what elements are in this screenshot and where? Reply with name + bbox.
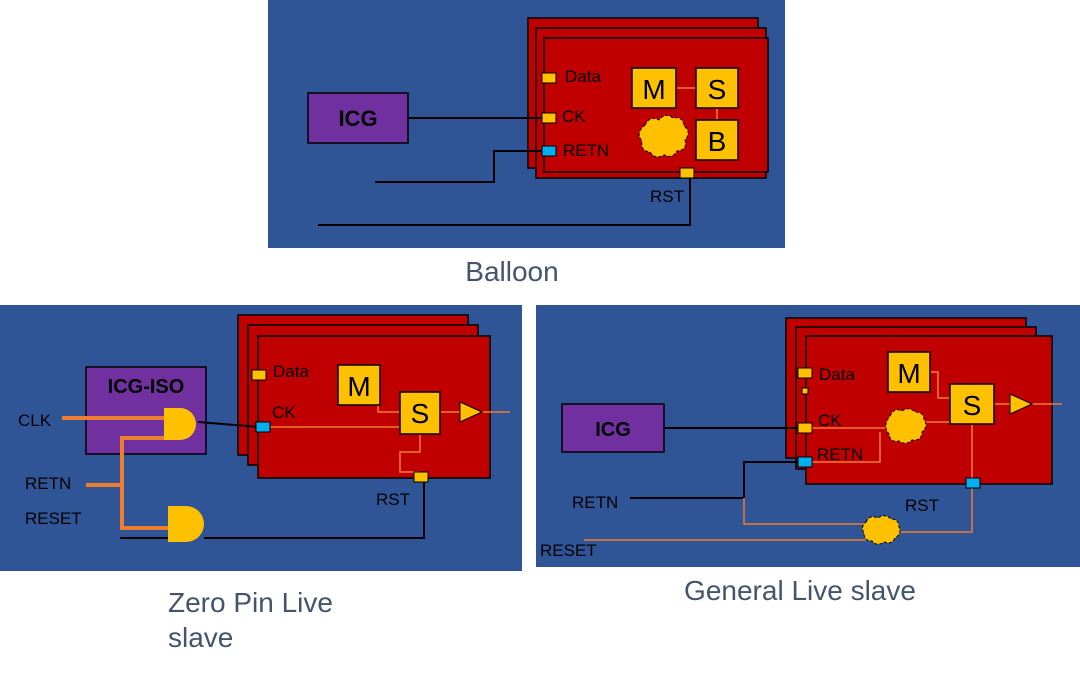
balloon-icg-label: ICG bbox=[338, 106, 377, 131]
zero-pin-slave-block bbox=[399, 391, 441, 435]
general-retn-input-label: RETN bbox=[572, 493, 618, 512]
zero-pin-data-pin bbox=[251, 369, 267, 381]
general-rst-pin bbox=[965, 477, 981, 489]
balloon-caption: Balloon bbox=[465, 256, 558, 287]
balloon-retn-label: RETN bbox=[563, 141, 609, 160]
general-rst-label: RST bbox=[905, 496, 939, 515]
zero-pin-data-label: Data bbox=[273, 362, 309, 381]
zero-pin-s-rst-wire bbox=[399, 434, 421, 473]
general-ck-pin bbox=[797, 422, 813, 434]
general-reset-input-label: RESET bbox=[540, 541, 597, 560]
general-retn-label: RETN bbox=[817, 445, 863, 464]
balloon-icg-box bbox=[307, 92, 409, 144]
zero-pin-register-front bbox=[257, 335, 491, 479]
balloon-rst-label: RST bbox=[650, 187, 684, 206]
balloon-slave-block bbox=[695, 67, 739, 109]
zero-pin-ck-pin bbox=[255, 421, 271, 433]
balloon-retn-pin bbox=[541, 145, 557, 157]
balloon-ck-pin bbox=[541, 112, 557, 124]
zero-pin-reset-gate bbox=[168, 506, 204, 542]
general-ck-label: CK bbox=[818, 411, 842, 430]
balloon-logic-cloud bbox=[638, 114, 689, 158]
general-retn-cloud-wire bbox=[810, 432, 881, 463]
balloon-retn-wire bbox=[375, 150, 546, 183]
zero-pin-master-block bbox=[337, 364, 381, 406]
general-clock-cloud bbox=[885, 408, 927, 444]
zero-pin-caption-line1: Zero Pin Live bbox=[168, 587, 333, 618]
general-output-buffer bbox=[1009, 393, 1034, 415]
general-slave-label: S bbox=[963, 390, 982, 421]
balloon-balloon-block bbox=[695, 119, 739, 161]
zero-pin-rst-pin bbox=[413, 471, 429, 483]
general-master-label: M bbox=[897, 358, 920, 389]
general-icg-label: ICG bbox=[595, 419, 631, 441]
balloon-master-block bbox=[631, 67, 677, 109]
zero-pin-retn-label: RETN bbox=[25, 474, 71, 493]
general-retn-orange-wire bbox=[743, 498, 866, 525]
zero-pin-gclk-wire bbox=[197, 421, 261, 428]
balloon-master-label: M bbox=[642, 74, 665, 105]
zero-pin-icg-label: ICG-ISO bbox=[108, 376, 185, 398]
general-data-label: Data bbox=[819, 365, 855, 384]
zero-pin-slave-label: S bbox=[411, 398, 430, 429]
zero-pin-clock-gate bbox=[164, 408, 196, 440]
general-retn-wire bbox=[630, 461, 800, 499]
zero-pin-retn-wire-upper bbox=[86, 436, 166, 487]
general-caption: General Live slave bbox=[684, 575, 916, 606]
general-slave-block bbox=[949, 383, 995, 425]
balloon-rst-pin bbox=[679, 167, 695, 179]
general-panel: ICG Data CK RETN RST M S bbox=[536, 305, 1080, 606]
general-m-s-wire bbox=[930, 371, 950, 399]
zero-pin-rst-wire bbox=[204, 482, 425, 539]
general-reset-cloud bbox=[861, 515, 901, 545]
zero-pin-retn-wire-lower bbox=[120, 485, 168, 530]
zero-pin-reset-label: RESET bbox=[25, 509, 82, 528]
general-data-sub-pin bbox=[801, 387, 809, 395]
general-rst-orange-wire bbox=[898, 486, 973, 533]
general-retn-pin bbox=[797, 456, 813, 468]
zero-pin-panel: ICG-ISO Data CK RST M S CLK RETN bbox=[0, 305, 522, 653]
general-master-block bbox=[887, 351, 931, 393]
balloon-panel: ICG Data CK RETN RST M S B Balloon bbox=[268, 0, 785, 287]
zero-pin-rst-label: RST bbox=[376, 490, 410, 509]
general-data-pin bbox=[797, 367, 813, 379]
zero-pin-caption-line2: slave bbox=[168, 622, 233, 653]
zero-pin-output-buffer bbox=[459, 401, 484, 423]
zero-pin-ck-label: CK bbox=[272, 403, 296, 422]
general-icg-box bbox=[561, 403, 665, 453]
balloon-data-label: Data bbox=[565, 67, 601, 86]
zero-pin-clk-label: CLK bbox=[18, 411, 52, 430]
balloon-data-pin bbox=[541, 72, 557, 84]
balloon-balloon-label: B bbox=[708, 126, 727, 157]
balloon-slave-label: S bbox=[708, 74, 727, 105]
balloon-rst-wire bbox=[318, 178, 691, 226]
zero-pin-master-label: M bbox=[347, 371, 370, 402]
balloon-ck-label: CK bbox=[562, 107, 586, 126]
